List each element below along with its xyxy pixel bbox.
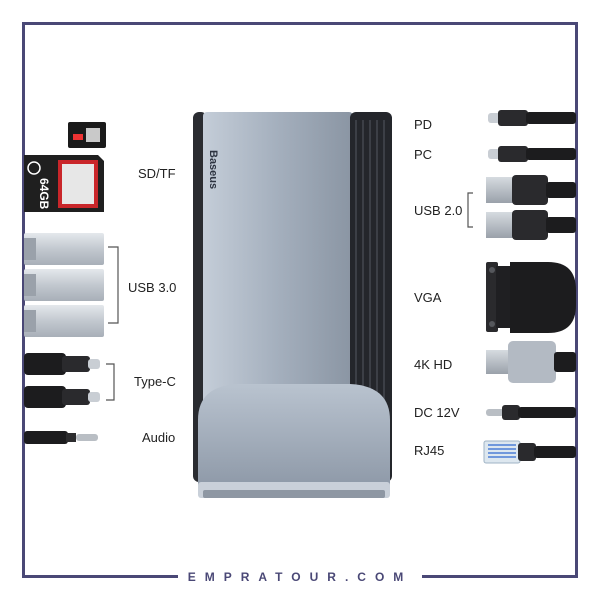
type-c-bracket bbox=[106, 363, 115, 401]
label-pd: PD bbox=[414, 117, 433, 132]
label-audio: Audio bbox=[142, 430, 176, 445]
label-usb3: USB 3.0 bbox=[128, 280, 177, 295]
brand-logo-text: Baseus bbox=[207, 150, 219, 189]
dc-cable bbox=[486, 405, 576, 420]
pc-cable bbox=[488, 146, 576, 162]
label-sd-tf: SD/TF bbox=[138, 166, 176, 181]
sd-card: 64GB bbox=[24, 155, 104, 212]
label-vga: VGA bbox=[414, 290, 442, 305]
label-dc-12v: DC 12V bbox=[414, 405, 460, 420]
vga-cable bbox=[486, 262, 576, 333]
usb2-cables bbox=[486, 175, 576, 240]
micro-sd-card bbox=[68, 122, 106, 148]
sd-card-capacity: 64GB bbox=[37, 178, 51, 210]
usb3-bracket bbox=[108, 246, 119, 324]
label-4k-hd: 4K HD bbox=[414, 357, 453, 372]
rj45-cable bbox=[483, 440, 576, 464]
label-usb2: USB 2.0 bbox=[414, 203, 463, 218]
website-watermark[interactable]: EMPRATOUR.COM bbox=[177, 565, 423, 589]
label-pc: PC bbox=[414, 147, 433, 162]
usb-flash-drives bbox=[24, 233, 104, 337]
label-rj45: RJ45 bbox=[414, 443, 445, 458]
pd-cable bbox=[488, 110, 576, 126]
label-type-c: Type-C bbox=[134, 374, 176, 389]
footer: EMPRATOUR.COM bbox=[0, 565, 600, 589]
type-c-cables bbox=[24, 353, 100, 408]
audio-jack bbox=[24, 431, 98, 444]
usb2-bracket bbox=[467, 192, 473, 228]
usb-hub-dock: Baseus bbox=[193, 112, 392, 498]
hdmi-cable bbox=[486, 341, 576, 383]
